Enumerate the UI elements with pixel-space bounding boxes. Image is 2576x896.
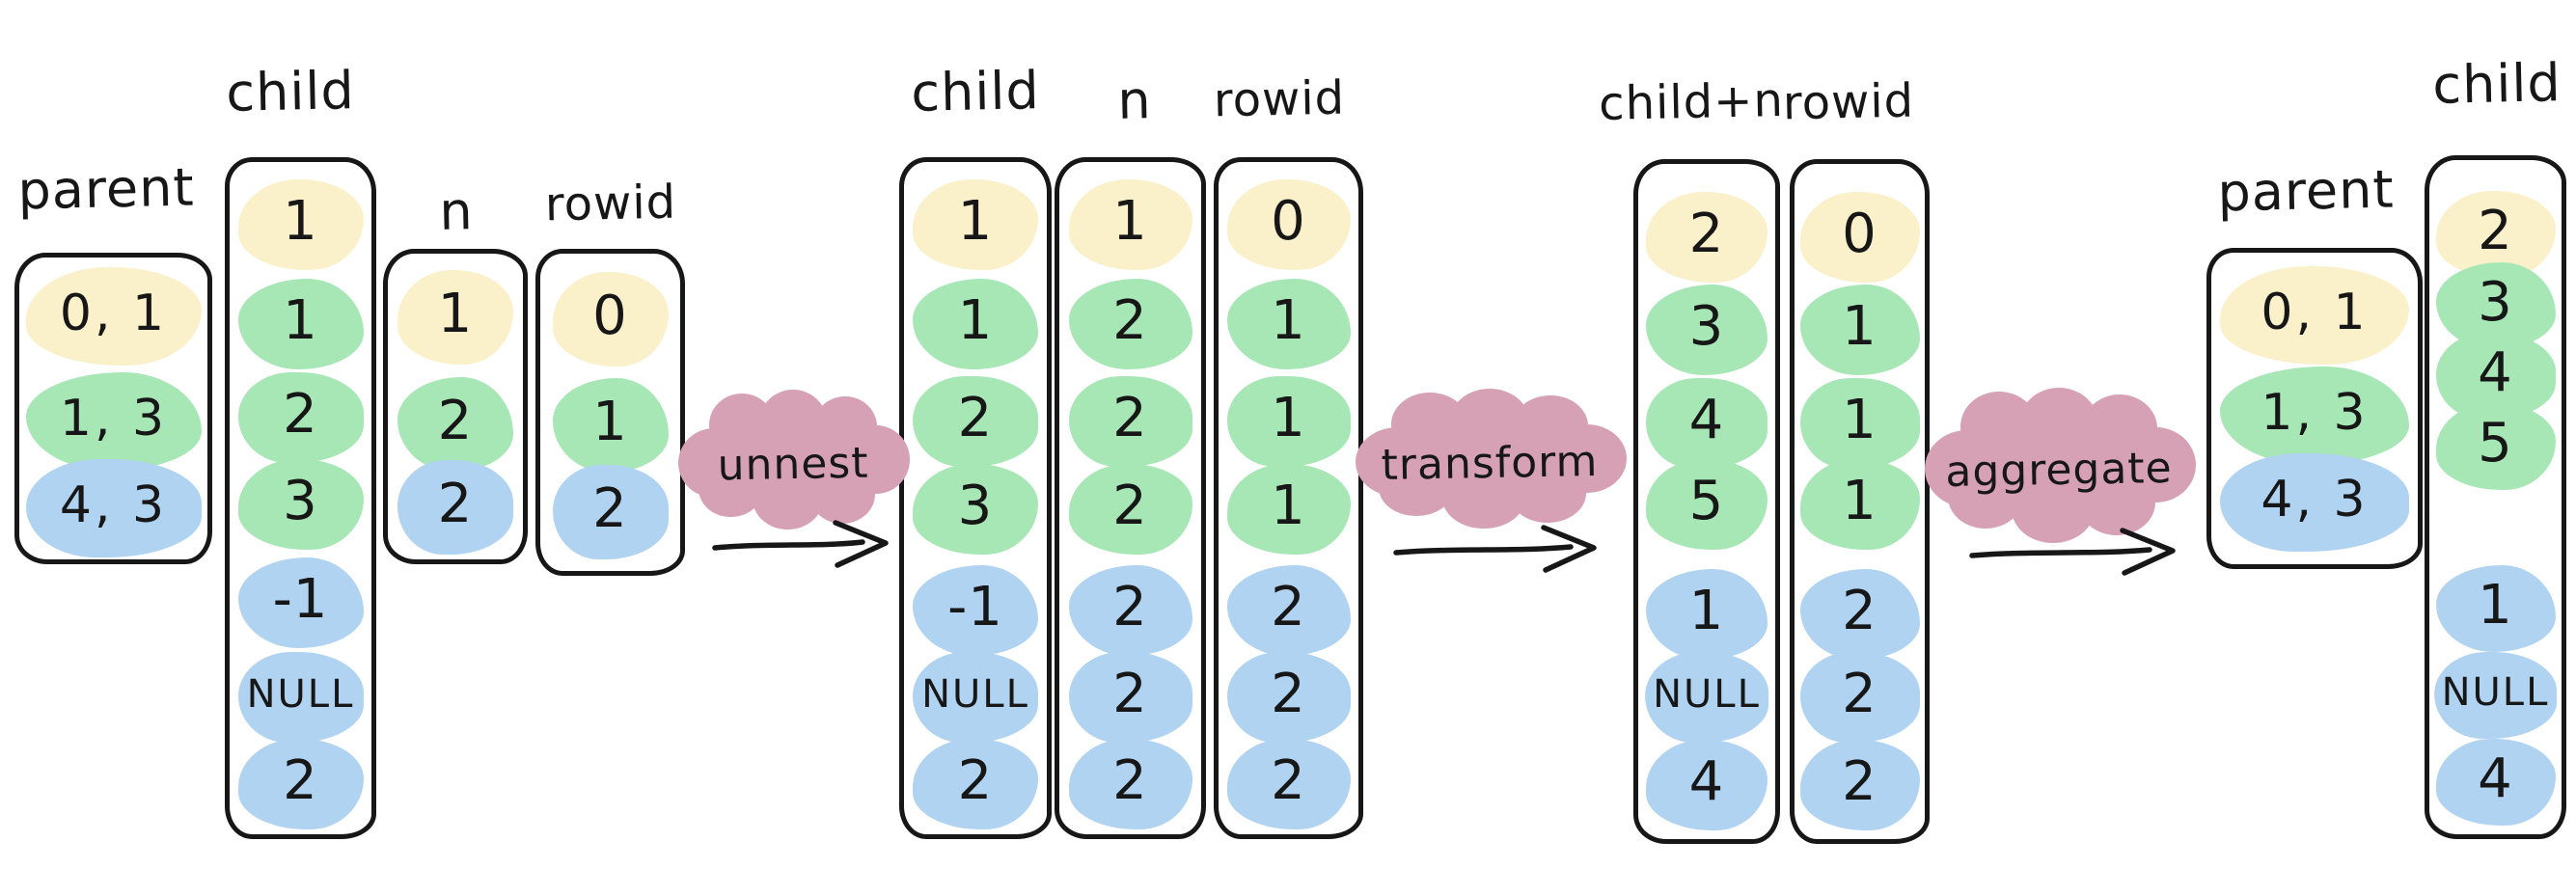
column-header-input-n: n <box>438 180 475 242</box>
cloud-body <box>700 425 886 502</box>
table-cell: NULL <box>2433 652 2558 739</box>
table-cell: 1 <box>1226 376 1351 467</box>
table-cell: 1 <box>552 378 669 473</box>
operation-label: transform <box>1381 436 1599 490</box>
table-cell: 1 <box>237 279 364 369</box>
table-cell: 2 <box>1068 739 1192 829</box>
table-cell: 5 <box>1646 459 1768 550</box>
cloud-body <box>1381 424 1599 502</box>
table-cell: 2 <box>1799 652 1920 743</box>
table-cell: NULL <box>1645 652 1768 743</box>
table-cell: 2 <box>397 377 513 472</box>
table-cell: 4 <box>2435 333 2556 420</box>
table-cell: 2 <box>1226 565 1351 656</box>
column-header-aggregated-parent: parent <box>2216 158 2396 224</box>
table-cell: 1 <box>913 179 1038 270</box>
table-cell: 2 <box>913 739 1038 829</box>
table-cell: 0, 1 <box>2220 266 2409 365</box>
table-cell: 1 <box>1799 459 1920 550</box>
table-cell: 3 <box>1646 285 1768 375</box>
column-header-aggregated-child: child <box>2431 52 2562 116</box>
table-cell: 4, 3 <box>2220 453 2409 552</box>
table-cell: -1 <box>237 557 364 648</box>
operation-cloud-unnest: unnest <box>678 390 910 530</box>
table-cell: 0 <box>552 272 669 367</box>
table-cell: 2 <box>237 372 364 463</box>
table-cell: 2 <box>237 739 364 829</box>
column-header-input-parent: parent <box>16 156 196 222</box>
table-cell: 4, 3 <box>25 459 202 557</box>
table-cell: 1 <box>1799 378 1920 469</box>
cloud-body <box>1950 427 2168 512</box>
table-cell: 1, 3 <box>25 372 202 471</box>
table-cell: 0 <box>1799 192 1920 283</box>
table-cell: 2 <box>1068 279 1192 369</box>
flow-arrow-right-icon <box>1968 520 2179 582</box>
table-cell: 1 <box>237 179 364 270</box>
table-cell: 1 <box>1646 569 1768 660</box>
column-header-input-child: child <box>225 60 356 123</box>
table-cell: 2 <box>1226 739 1351 829</box>
table-cell: 4 <box>1646 740 1768 830</box>
table-cell: -1 <box>913 565 1038 656</box>
table-cell: 3 <box>237 459 364 550</box>
table-cell: 2 <box>1646 192 1768 283</box>
column-header-unnested-rowid: rowid <box>1213 70 1346 128</box>
table-cell: 2 <box>1068 565 1192 656</box>
flow-arrow-right-icon <box>1392 517 1600 579</box>
operation-label: unnest <box>717 438 869 490</box>
table-cell: 2 <box>913 376 1038 467</box>
operation-cloud-aggregate: aggregate <box>1924 387 2196 543</box>
operation-cloud-transform: transform <box>1355 389 1627 529</box>
table-cell: 1 <box>2435 565 2556 652</box>
column-header-unnested-child: child <box>910 60 1041 123</box>
table-cell: 2 <box>1068 376 1192 467</box>
table-cell: 5 <box>2435 403 2556 490</box>
table-cell: 1 <box>1068 179 1192 270</box>
table-cell: 2 <box>1068 652 1192 743</box>
table-cell: 2 <box>552 465 669 559</box>
column-header-transformed-rowid: rowid <box>1782 73 1915 131</box>
table-cell: 2 <box>1799 569 1920 660</box>
column-header-unnested-n: n <box>1116 69 1153 131</box>
table-cell: 2 <box>1068 464 1192 555</box>
table-cell: 1 <box>1226 279 1351 369</box>
table-cell: 2 <box>397 460 513 555</box>
table-cell: 0, 1 <box>25 267 202 366</box>
table-cell: 2 <box>1226 652 1351 743</box>
table-cell: 1 <box>397 270 513 365</box>
table-cell: 1, 3 <box>2220 367 2409 465</box>
table-cell: 4 <box>2435 739 2556 826</box>
table-cell: 0 <box>1226 179 1351 270</box>
table-cell: 1 <box>913 279 1038 369</box>
table-cell: 1 <box>1226 464 1351 555</box>
flow-arrow-right-icon <box>711 512 891 574</box>
table-cell: 2 <box>1799 740 1920 830</box>
table-cell: 1 <box>1799 285 1920 375</box>
column-header-transformed-child-n: child+n <box>1598 72 1785 132</box>
table-cell: NULL <box>913 652 1038 743</box>
operation-label: aggregate <box>1944 443 2174 497</box>
table-cell: 3 <box>913 464 1038 555</box>
table-cell: 4 <box>1646 378 1768 469</box>
column-header-input-rowid: rowid <box>544 175 677 232</box>
table-cell: NULL <box>237 652 364 743</box>
